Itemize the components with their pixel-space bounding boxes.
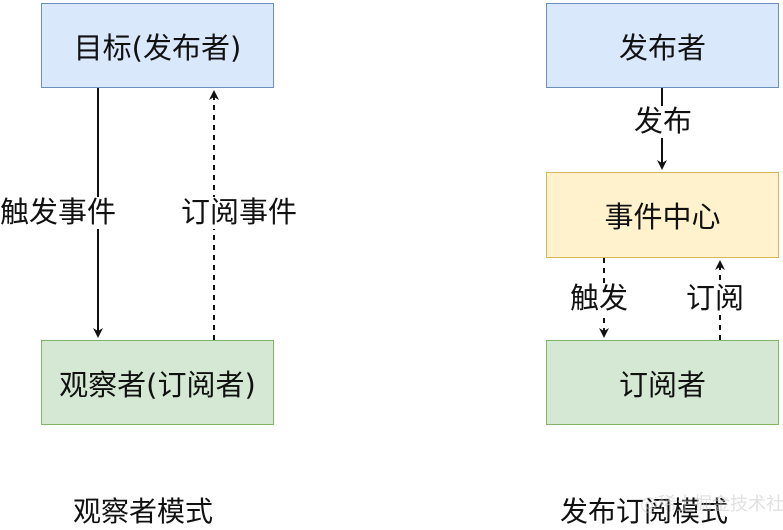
observer-pattern-caption: 观察者模式 xyxy=(73,495,214,528)
publish-label: 发布 xyxy=(634,104,693,138)
publisher-box-label: 发布者 xyxy=(618,30,706,65)
event-center-box: 事件中心 xyxy=(546,172,779,258)
subject-box-label: 目标(发布者) xyxy=(73,30,242,65)
pubsub-pattern-caption: 发布订阅模式 xyxy=(560,495,729,528)
subject-box: 目标(发布者) xyxy=(41,3,274,88)
trigger-label: 触发 xyxy=(570,281,629,315)
subscribe-event-label: 订阅事件 xyxy=(181,195,298,229)
publisher-box: 发布者 xyxy=(546,3,779,88)
observer-box-label: 观察者(订阅者) xyxy=(59,367,256,402)
subscriber-box-label: 订阅者 xyxy=(618,367,706,402)
subscriber-box: 订阅者 xyxy=(546,340,779,425)
event-center-box-label: 事件中心 xyxy=(604,200,721,234)
observer-box: 观察者(订阅者) xyxy=(41,340,274,425)
watermark: @稀土掘金技术社区 xyxy=(640,494,783,515)
subscribe-label: 订阅 xyxy=(686,281,745,315)
trigger-event-label: 触发事件 xyxy=(0,195,117,229)
